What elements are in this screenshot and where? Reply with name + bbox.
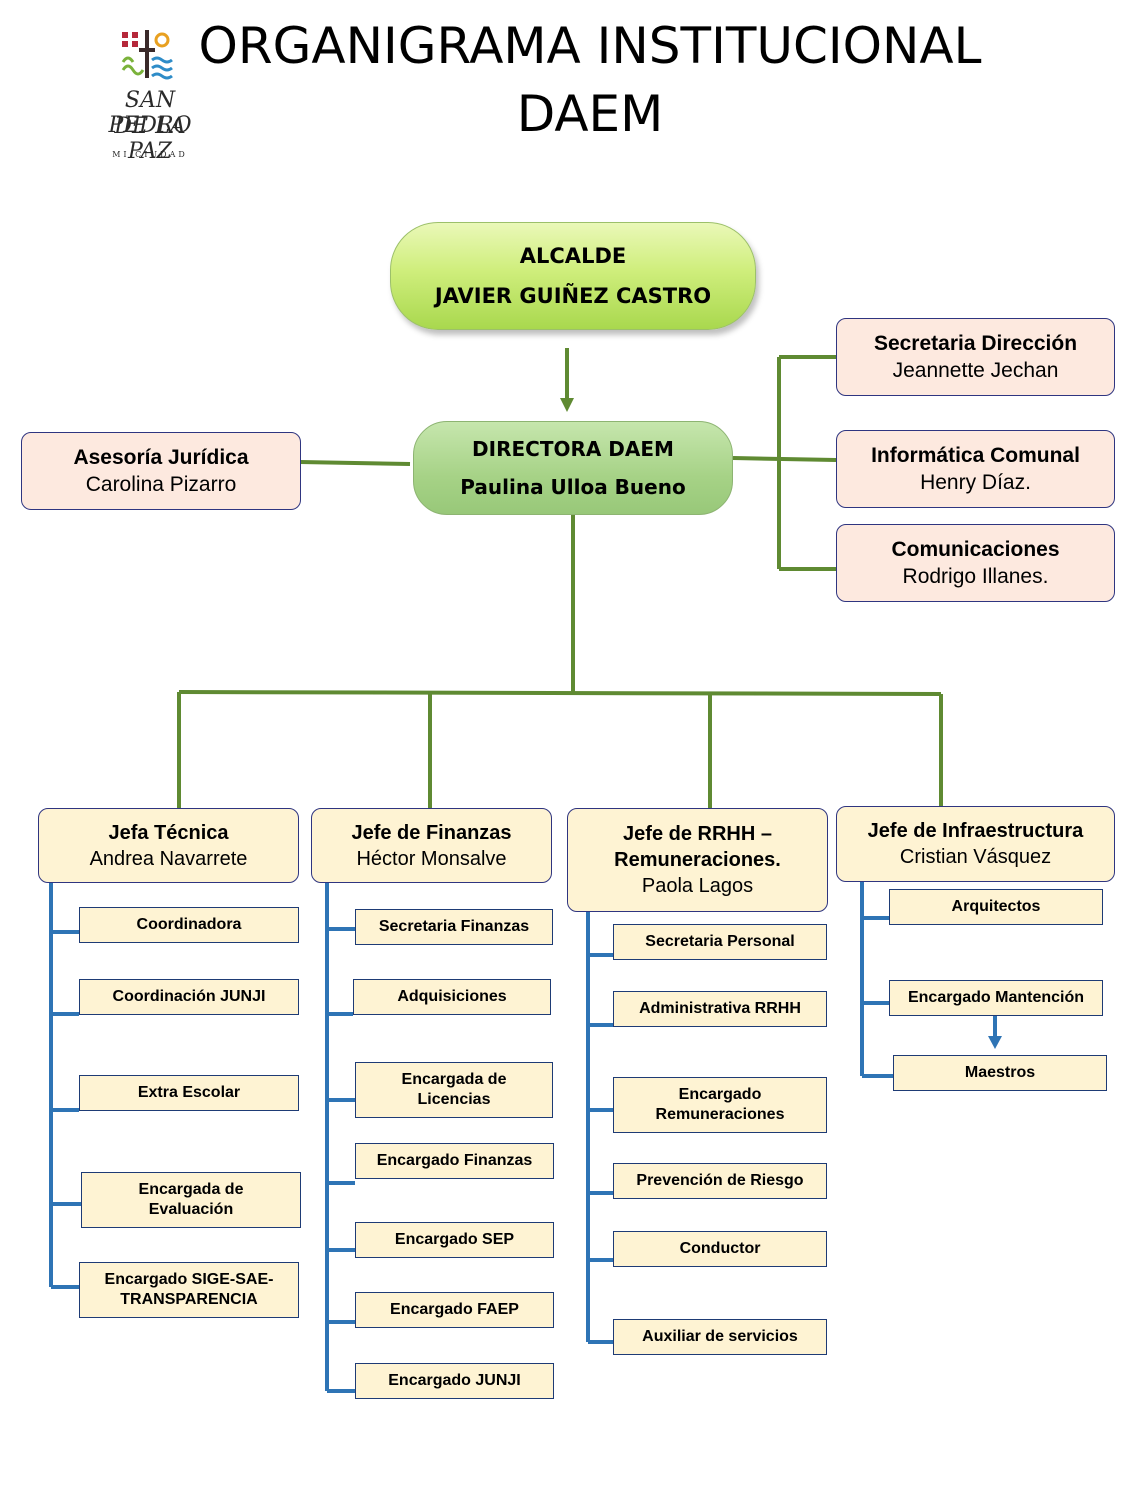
- directora-role: DIRECTORA DAEM: [472, 437, 674, 461]
- unit-box: Encargado FAEP: [355, 1292, 554, 1328]
- unit-box: Encargada de Evaluación: [81, 1172, 301, 1228]
- unit-box: Maestros: [893, 1055, 1107, 1091]
- staff-node-informatica: Informática Comunal Henry Díaz.: [836, 430, 1115, 508]
- unit-box: Adquisiciones: [353, 979, 551, 1015]
- page-title-line1: ORGANIGRAMA INSTITUCIONAL: [198, 17, 982, 75]
- unit-box: Secretaria Personal: [613, 924, 827, 960]
- alcalde-name: JAVIER GUIÑEZ CASTRO: [434, 284, 712, 308]
- department-head: Andrea Navarrete: [89, 847, 248, 870]
- unit-box: Coordinación JUNJI: [79, 979, 299, 1015]
- unit-box: Encargado Mantención: [889, 980, 1103, 1016]
- directora-name: Paulina Ulloa Bueno: [460, 475, 686, 499]
- department-role: Jefe de Infraestructura: [867, 820, 1084, 842]
- city-emblem-icon: [121, 30, 173, 80]
- logo-tagline: MI CIUDAD: [112, 150, 188, 159]
- unit-box: Encargado SIGE-SAE-TRANSPARENCIA: [79, 1262, 299, 1318]
- directora-node: DIRECTORA DAEM Paulina Ulloa Bueno: [413, 421, 733, 515]
- unit-box: Administrativa RRHH: [613, 991, 827, 1027]
- staff-role: Secretaria Dirección: [873, 332, 1078, 355]
- staff-name: Jeannette Jechan: [892, 359, 1059, 382]
- unit-box: Arquitectos: [889, 889, 1103, 925]
- logo-text-line2: DE LA PAZ: [114, 114, 186, 164]
- department-role: Jefa Técnica: [108, 821, 229, 844]
- unit-box: Coordinadora: [79, 907, 299, 943]
- department-role: Jefe de Finanzas: [351, 821, 512, 844]
- alcalde-role: ALCALDE: [519, 244, 627, 268]
- page-title-line2: DAEM: [516, 85, 664, 143]
- department-head: Cristian Vásquez: [899, 846, 1052, 868]
- department-node-infraestructura: Jefe de Infraestructura Cristian Vásquez: [836, 806, 1115, 882]
- department-node-rrhh: Jefe de RRHH – Remuneraciones. Paola Lag…: [567, 808, 828, 912]
- staff-node-secretaria: Secretaria Dirección Jeannette Jechan: [836, 318, 1115, 396]
- department-node-finanzas: Jefe de Finanzas Héctor Monsalve: [311, 808, 552, 883]
- logo-text-line1: SAN PEDRO: [108, 88, 192, 138]
- unit-box: Prevención de Riesgo: [613, 1163, 827, 1199]
- department-role: Jefe de RRHH – Remuneraciones.: [614, 823, 781, 871]
- staff-name: Rodrigo Illanes.: [902, 565, 1049, 588]
- staff-role: Informática Comunal: [871, 444, 1080, 467]
- department-node-tecnica: Jefa Técnica Andrea Navarrete: [38, 808, 299, 883]
- asesoria-name: Carolina Pizarro: [85, 473, 237, 496]
- staff-name: Henry Díaz.: [920, 471, 1031, 494]
- unit-box: Extra Escolar: [79, 1075, 299, 1111]
- staff-node-comunicaciones: Comunicaciones Rodrigo Illanes.: [836, 524, 1115, 602]
- unit-box: Encargado JUNJI: [355, 1363, 554, 1399]
- unit-box: Encargado Remuneraciones: [613, 1077, 827, 1133]
- unit-box: Encargado SEP: [355, 1222, 554, 1258]
- asesoria-juridica-node: Asesoría Jurídica Carolina Pizarro: [21, 432, 301, 510]
- department-head: Paola Lagos: [641, 875, 754, 897]
- staff-role: Comunicaciones: [891, 538, 1060, 561]
- unit-box: Encargado Finanzas: [355, 1143, 554, 1179]
- asesoria-role: Asesoría Jurídica: [73, 446, 249, 469]
- unit-box: Encargada de Licencias: [355, 1062, 553, 1118]
- department-head: Héctor Monsalve: [356, 847, 507, 870]
- san-pedro-de-la-paz-logo: SAN PEDRO DE LA PAZ MI CIUDAD: [90, 28, 210, 164]
- alcalde-node: ALCALDE JAVIER GUIÑEZ CASTRO: [390, 222, 756, 330]
- unit-box: Conductor: [613, 1231, 827, 1267]
- unit-box: Secretaria Finanzas: [355, 909, 553, 945]
- unit-box: Auxiliar de servicios: [613, 1319, 827, 1355]
